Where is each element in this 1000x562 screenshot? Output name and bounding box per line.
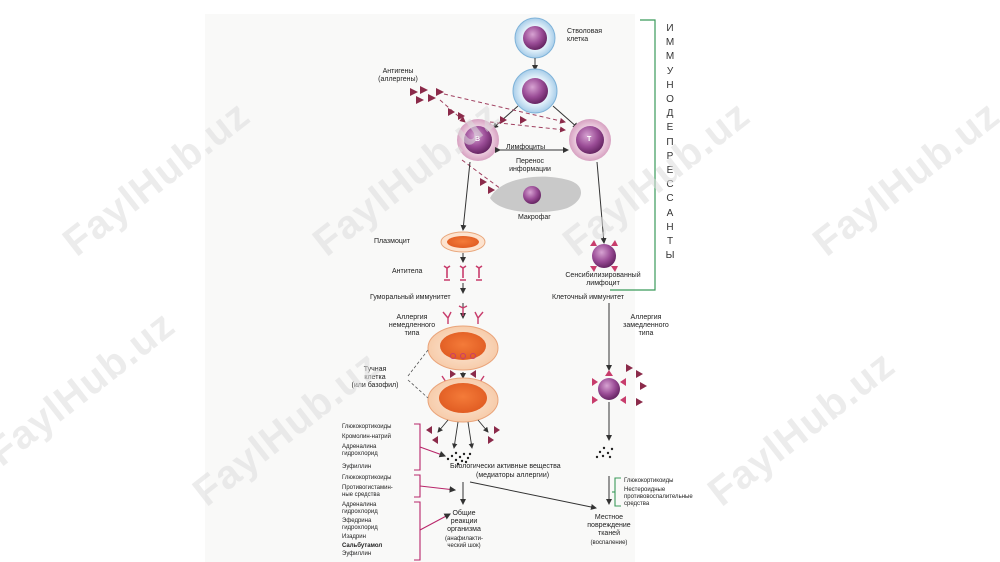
drug-group-3: Адреналина гидрохлорид Эфедрина гидрохло… bbox=[342, 502, 382, 558]
vertical-letter: М bbox=[665, 37, 675, 49]
vertical-letter: Д bbox=[666, 108, 674, 120]
local-damage-label: Местное повреждение тканей bbox=[587, 514, 631, 537]
plasmocyte bbox=[440, 231, 486, 253]
antibodies-mast-top bbox=[442, 305, 484, 324]
vertical-letter: С bbox=[666, 193, 674, 205]
vertical-letter: Н bbox=[666, 79, 674, 91]
t-lymphocyte bbox=[569, 119, 611, 161]
inflammation-label: (воспаление) bbox=[590, 540, 628, 546]
vertical-letter: А bbox=[666, 207, 674, 219]
mediator-granules-right bbox=[595, 446, 614, 459]
antigen-cluster bbox=[410, 86, 444, 104]
bioactive-substances-label: Биологически активные вещества bbox=[450, 463, 561, 470]
drug-item: Глюкокортикоиды bbox=[624, 478, 674, 484]
mast-cell-label: Тучная клетка (или базофил) bbox=[351, 366, 399, 389]
drug-item: Сальбутамол bbox=[342, 543, 383, 549]
vertical-letter: Н bbox=[666, 221, 674, 233]
antigens-label: Антигены (аллергены) bbox=[378, 68, 418, 83]
mediators-label: (медиаторы аллергии) bbox=[476, 472, 550, 479]
activated-lymphocyte bbox=[592, 370, 626, 404]
drug-item: Адреналина гидрохлорид bbox=[342, 444, 378, 457]
drug-item: Глюкокортикоиды bbox=[342, 475, 392, 481]
humoral-immunity-label: Гуморальный иммунитет bbox=[370, 294, 451, 301]
t-cell-letter: T bbox=[587, 136, 592, 143]
vertical-letter: М bbox=[665, 51, 675, 63]
vertical-letter: И bbox=[666, 23, 674, 34]
drug-group-2: Глюкокортикоиды Противогистамин- ные сре… bbox=[342, 475, 393, 499]
drug-group-1: Глюкокортикоиды Кромолин-натрий Адренали… bbox=[342, 424, 391, 471]
vertical-letter: У bbox=[666, 65, 674, 77]
general-reactions-label: Общие реакции организма bbox=[447, 510, 481, 533]
vertical-letter: П bbox=[666, 136, 674, 148]
vertical-letter: Ы bbox=[665, 250, 675, 262]
drug-item: Эуфиллин bbox=[342, 551, 372, 557]
diagram-panel bbox=[205, 14, 635, 562]
macrophage-label: Макрофаг bbox=[518, 214, 551, 221]
drug-item: Глюкокортикоиды bbox=[342, 424, 392, 430]
sensitized-lymphocyte-label: Сенсибилизированный лимфоцит bbox=[565, 272, 641, 287]
vertical-letter: С bbox=[666, 179, 674, 191]
sensitized-lymphocyte bbox=[590, 240, 618, 272]
macrophage bbox=[490, 176, 582, 213]
drug-item: Противогистамин- ные средства bbox=[342, 485, 393, 498]
mediator-granules bbox=[446, 451, 472, 466]
info-transfer-label: Перенос информации bbox=[509, 158, 551, 173]
plasmocyte-label: Плазмоцит bbox=[374, 238, 410, 245]
vertical-letter: Р bbox=[666, 150, 674, 162]
progenitor-cell bbox=[512, 68, 558, 114]
immediate-allergy-label: Аллергия немедленного типа bbox=[388, 314, 436, 337]
mast-cell-2 bbox=[427, 377, 499, 423]
antigen-triangles-scatter bbox=[448, 108, 527, 194]
drug-brackets bbox=[414, 423, 457, 561]
drug-item: Изадрин bbox=[342, 534, 366, 540]
vertical-letter: Е bbox=[666, 165, 674, 177]
vertical-letter: Е bbox=[666, 122, 674, 134]
b-lymphocyte bbox=[457, 119, 499, 161]
vertical-letter: О bbox=[666, 94, 674, 106]
lymphocytes-label: Лимфоциты bbox=[506, 144, 546, 151]
antibodies-label: Антитела bbox=[392, 268, 423, 275]
b-cell-letter: B bbox=[475, 136, 481, 143]
vertical-letter: Т bbox=[666, 236, 674, 248]
mast-cell-1 bbox=[427, 325, 499, 371]
stem-cell-label: Стволовая клетка bbox=[567, 28, 603, 43]
antibodies-row bbox=[443, 265, 483, 281]
immunodepressant-bracket bbox=[610, 19, 656, 291]
drug-item: Нестероидные противовоспалительные средс… bbox=[624, 487, 693, 507]
anaphylactic-label: (анафилакти- ческий шок) bbox=[445, 536, 483, 549]
drug-item: Адреналина гидрохлорид bbox=[342, 502, 378, 515]
delayed-allergy-label: Аллергия замедленного типа bbox=[623, 314, 669, 337]
drug-bracket-right bbox=[612, 477, 621, 507]
stem-cell bbox=[514, 17, 556, 59]
drug-group-4: Глюкокортикоиды Нестероидные противовосп… bbox=[624, 478, 693, 508]
drug-item: Эуфиллин bbox=[342, 464, 372, 470]
drug-item: Эфедрина гидрохлорид bbox=[342, 518, 378, 531]
cellular-immunity-label: Клеточный иммунитет bbox=[552, 294, 624, 301]
drug-item: Кромолин-натрий bbox=[342, 434, 391, 440]
